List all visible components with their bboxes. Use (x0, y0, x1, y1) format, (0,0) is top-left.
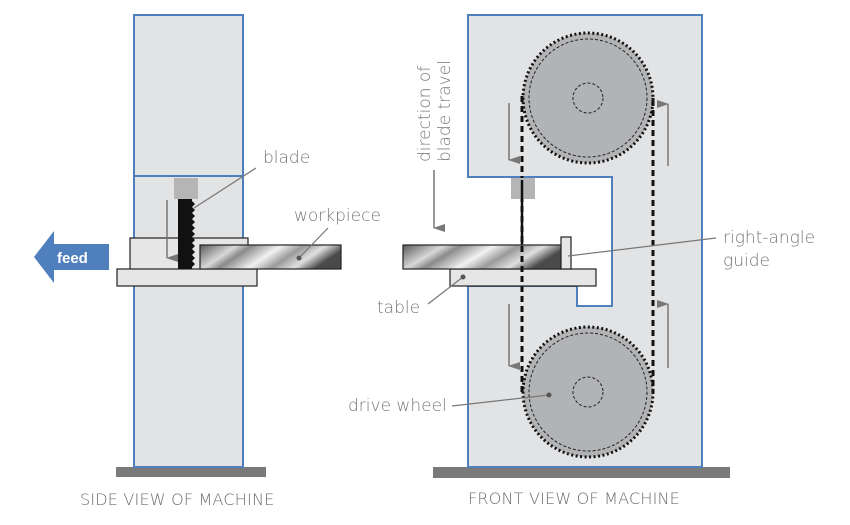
right-angle-leader (567, 237, 717, 257)
top-wheel (521, 31, 655, 165)
side-base (116, 467, 266, 477)
table-label: table (377, 298, 420, 318)
side-workpiece (199, 244, 342, 270)
drive-wheel-label: drive wheel (348, 396, 447, 416)
side-view: blade workpiece feed SIDE VIEW OF MACHIN… (34, 14, 381, 509)
front-workpiece (402, 244, 562, 270)
side-column-upper (133, 14, 244, 177)
table-leader-dot (460, 274, 466, 280)
front-base (433, 467, 730, 478)
blade-teeth (192, 201, 195, 267)
workpiece-label: workpiece (294, 206, 381, 226)
drive-wheel-leader-dot (546, 392, 552, 398)
blade-leader (193, 167, 257, 209)
drive-wheel-leader (451, 394, 550, 407)
workpiece-leader-dot (296, 255, 302, 261)
side-view-caption: SIDE VIEW OF MACHINE (80, 490, 274, 509)
drive-wheel (521, 325, 655, 459)
side-table (116, 268, 258, 287)
direction-label-line1: direction of (415, 66, 435, 162)
blade-label: blade (263, 148, 310, 168)
direction-label-line2: blade travel (435, 60, 455, 162)
feed-arrow-icon (34, 231, 109, 283)
front-view: direction of blade travel right-angle gu… (348, 14, 815, 508)
right-angle-guide (560, 236, 572, 270)
side-blade-guide (174, 178, 198, 199)
side-blade (178, 199, 192, 269)
front-view-caption: FRONT VIEW OF MACHINE (468, 489, 680, 508)
workpiece-leader (298, 227, 329, 259)
right-angle-label-line2: guide (723, 251, 770, 271)
right-angle-label-line1: right-angle (723, 228, 815, 248)
table-leader (427, 276, 464, 305)
feed-label: feed (57, 250, 88, 267)
